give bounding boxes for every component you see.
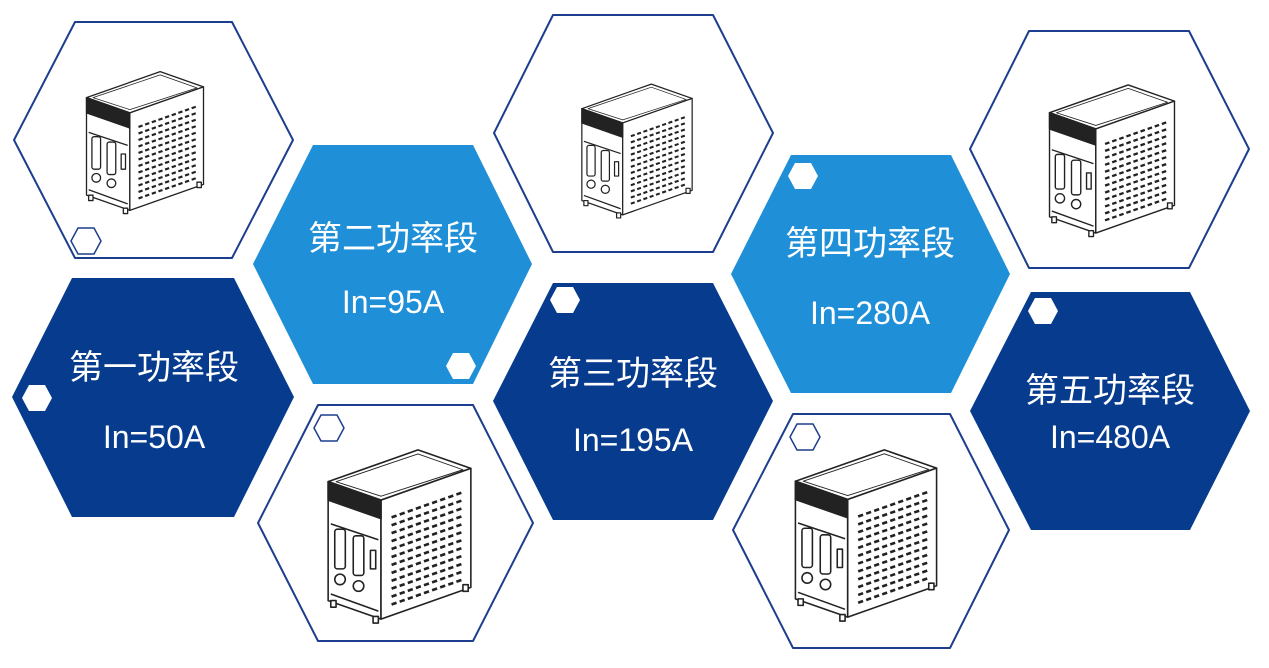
small-hexagon-icon	[313, 414, 345, 442]
power-segment-1: 第一功率段 In=50A	[12, 278, 294, 517]
small-hexagon-icon	[788, 163, 818, 189]
power-segment-3: 第三功率段 In=195A	[493, 283, 773, 520]
device-hexagon-1	[13, 21, 294, 259]
small-hexagon-icon	[1028, 298, 1058, 324]
power-segment-4: 第四功率段 In=280A	[731, 155, 1010, 393]
small-hexagon-icon	[22, 385, 52, 411]
segment-5-title: 第五功率段	[1025, 372, 1195, 410]
segment-2-hexagon	[253, 145, 532, 384]
segment-4-hexagon	[731, 155, 1010, 393]
segment-5-hexagon	[970, 292, 1250, 530]
device-hexagon-2	[257, 404, 534, 642]
power-segment-2: 第二功率段 In=95A	[253, 145, 532, 384]
segment-3-current: In=195A	[573, 422, 694, 458]
small-hexagon-icon	[446, 353, 476, 379]
device-hexagon-5	[732, 413, 1010, 649]
segment-4-title: 第四功率段	[785, 225, 955, 263]
device-hexagon-4	[969, 30, 1250, 269]
small-hexagon-icon	[550, 287, 580, 313]
segment-1-hexagon	[12, 278, 294, 517]
power-segment-5: 第五功率段 In=480A	[970, 292, 1250, 530]
segment-3-hexagon	[493, 283, 773, 520]
segment-1-title: 第一功率段	[69, 349, 239, 387]
segment-4-current: In=280A	[810, 295, 931, 331]
device-hexagon-3	[493, 14, 774, 253]
segment-3-title: 第三功率段	[548, 355, 718, 393]
small-hexagon-icon	[70, 227, 102, 255]
small-hexagon-icon	[789, 423, 821, 451]
segment-5-current: In=480A	[1050, 419, 1171, 455]
segment-2-current: In=95A	[342, 284, 445, 320]
segment-2-title: 第二功率段	[308, 220, 478, 258]
segment-1-current: In=50A	[103, 419, 206, 455]
